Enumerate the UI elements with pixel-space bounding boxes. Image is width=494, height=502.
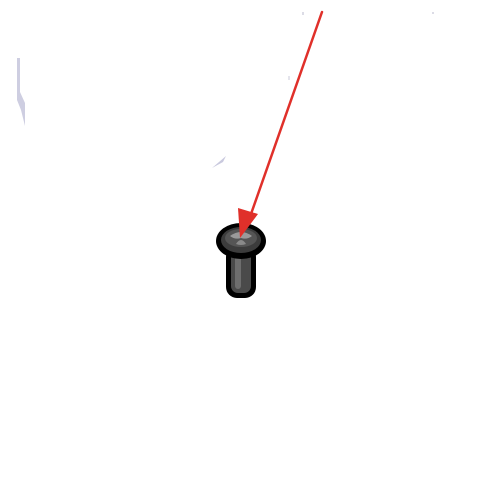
tiny-artifact-1 xyxy=(302,12,304,15)
red-arrow-pointer xyxy=(238,10,324,238)
screw-icon[interactable] xyxy=(216,223,266,298)
tiny-artifact-2 xyxy=(432,12,434,14)
tiny-artifact-3 xyxy=(288,76,290,80)
left-artifact xyxy=(17,58,25,126)
small-wedge-artifact xyxy=(212,156,226,168)
